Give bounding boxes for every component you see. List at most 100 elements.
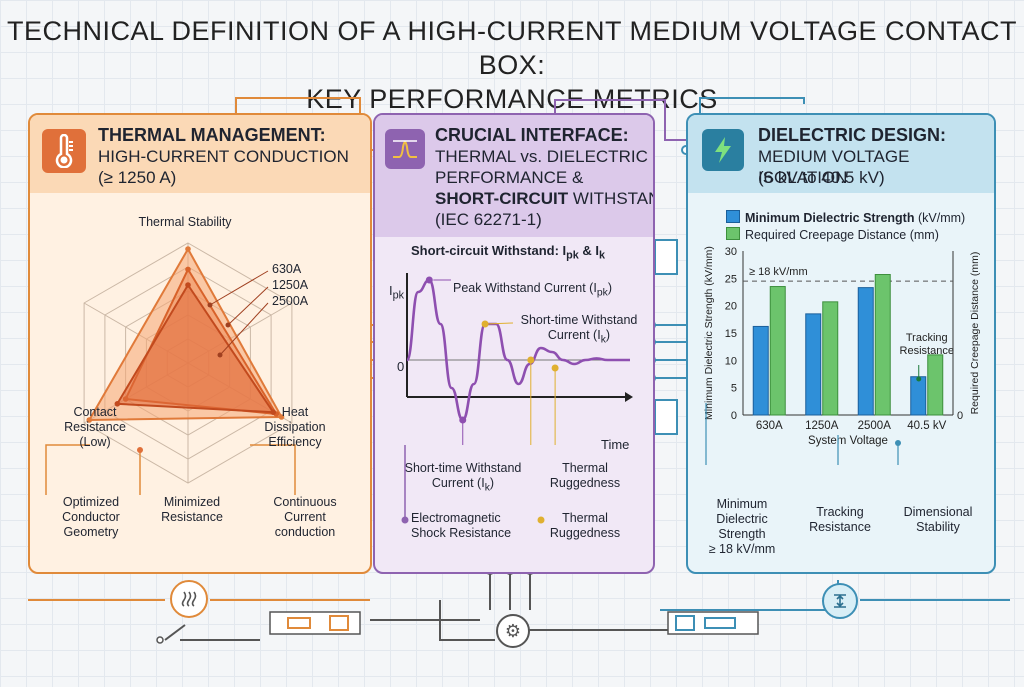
thermal-subtitle-2: (≥ 1250 A) (98, 168, 177, 187)
radar-point-1250A (185, 266, 191, 273)
connector-dot (137, 447, 143, 453)
bar-y-tick-label: 25 (725, 273, 737, 285)
below-left-sub: k (484, 482, 490, 494)
below-left-line2-text: Current (I (431, 476, 485, 490)
bar-category-label: 2500A (858, 420, 892, 432)
crucial-interface-panel: CRUCIAL INTERFACE: THERMAL vs. DIELECTRI… (373, 113, 655, 574)
thermal-footer-1: Optimized Conductor Geometry (62, 495, 120, 539)
tracking-annotation-line: Resistance (900, 345, 954, 357)
dielectric-footer-1: Minimum Dielectric Strength ≥ 18 kV/mm (708, 497, 776, 556)
interface-subtitle-3-bold: SHORT-CIRCUIT (435, 189, 569, 208)
chart-title-sub-k: k (599, 249, 606, 262)
heat-symbol-icon (170, 580, 208, 618)
y-axis-label: Ipk (389, 283, 404, 304)
radar-point-630A (185, 246, 191, 252)
interface-footer-markers (401, 445, 545, 524)
bar-category-label: 630A (756, 420, 783, 432)
legend-green-name: Required Creepage Distance (745, 228, 907, 242)
bar-creepage (822, 301, 839, 416)
x-axis-arrow (625, 392, 633, 402)
legend-swatch-blue (726, 210, 740, 223)
radar-point-2500A (114, 401, 121, 407)
short-time-label-line2-text: Current (I (547, 328, 601, 342)
legend-swatch-green (726, 227, 740, 240)
legend-leader (209, 270, 269, 306)
legend-blue-name: Minimum Dielectric Strength (745, 211, 915, 225)
thermal-subtitle-1: HIGH-CURRENT CONDUCTION (98, 147, 349, 166)
below-left-label: Short-time Withstand Current (Ik) (393, 461, 533, 496)
bar-y-tick-label: 20 (725, 301, 737, 313)
short-time-label-line1: Short-time Withstand (520, 313, 638, 327)
thermometer-icon (42, 129, 86, 173)
radar-chart (45, 242, 296, 495)
radar-axis-right: Heat Dissipation Efficiency (264, 405, 326, 449)
radar-point-2500A (270, 409, 277, 415)
below-left-line1: Short-time Withstand (404, 461, 522, 475)
bar-legend-green: Required Creepage Distance (mm) (726, 227, 939, 242)
radar-series-2500A (115, 283, 276, 414)
below-left-close: ) (489, 476, 495, 490)
y-axis-label-sub: pk (392, 289, 405, 302)
legend-blue-unit: (kV/mm) (917, 211, 966, 225)
peak-label-text: Peak Withstand Current (I (453, 281, 597, 295)
stability-symbol-icon (822, 583, 858, 619)
gear-icon: ⚙ (496, 614, 530, 648)
short-time-label: Short-time Withstand Current (Ik) (509, 313, 649, 348)
x-axis-label: Time (601, 437, 630, 452)
short-time-label-line2: Current (Ik) (509, 328, 649, 348)
chart-title-mid: & I (578, 243, 600, 258)
connector-right (250, 444, 296, 495)
legend-leader-dot (225, 322, 231, 328)
short-time-marker (481, 320, 489, 328)
dielectric-connector-dot (895, 440, 901, 446)
bar-dielectric (910, 376, 927, 416)
dielectric-title: DIELECTRIC DESIGN: (758, 125, 947, 145)
foot-right-label: Thermal Ruggedness (549, 511, 621, 540)
bar-y-tick-label: 15 (725, 328, 737, 340)
interface-subtitle-3: SHORT-CIRCUIT WITHSTAND (435, 188, 653, 209)
short-time-label-sub: k (600, 334, 606, 346)
peak-label-close: ) (607, 281, 612, 295)
tracking-annotation-dot (916, 376, 922, 382)
dielectric-design-panel: DIELECTRIC DESIGN: MEDIUM VOLTAGE ISOLAT… (686, 113, 996, 574)
bar-dielectric (805, 313, 822, 416)
radar-point-630A (278, 414, 285, 420)
legend-leader-dot (217, 352, 223, 358)
short-time-label-close: ) (605, 328, 611, 342)
legend-1250a: 1250A (272, 278, 309, 292)
waveform-chart (405, 273, 633, 445)
bar-y-tick-label: 5 (731, 383, 737, 395)
thermal-footer-2: Minimized Resistance (161, 495, 223, 524)
bar-y-tick-label: 30 (725, 246, 737, 258)
bar-legend-blue: Minimum Dielectric Strength (kV/mm) (726, 210, 965, 225)
dielectric-footer-2: Tracking Resistance (809, 505, 871, 534)
dielectric-subtitle-1: MEDIUM VOLTAGE ISOLATION (758, 147, 910, 187)
interface-subtitle-4: (IEC 62271-1) (435, 210, 542, 229)
waveform-chart-title: Short-circuit Withstand: Ipk & Ik (411, 243, 605, 262)
legend-leader (219, 302, 269, 356)
connector-left (45, 444, 90, 495)
foot-left-label: Electromagnetic Shock Resistance (411, 511, 512, 540)
tracking-annotation-line: Tracking (906, 332, 948, 344)
interface-title: CRUCIAL INTERFACE: (435, 125, 629, 145)
thermal-title: THERMAL MANAGEMENT: (98, 125, 326, 145)
bar-creepage (769, 286, 786, 416)
peak-label-sub: pk (596, 287, 608, 299)
radar-point-630A (86, 417, 93, 423)
below-right-label: Thermal Ruggedness (549, 461, 621, 490)
waveform-icon (385, 129, 425, 169)
radar-axis-left: Contact Resistance (Low) (64, 405, 126, 449)
interface-subtitle-1: THERMAL vs. DIELECTRIC (435, 147, 648, 166)
peak-current-label: Peak Withstand Current (Ipk) (453, 281, 612, 301)
thermal-header (30, 115, 370, 193)
bar-y2-tick-label: 0 (957, 410, 963, 422)
bar-dielectric (857, 287, 874, 416)
radar-point-2500A (185, 282, 191, 288)
bar-y2-axis-label: Required Creepage Distance (mm) (969, 252, 981, 415)
zero-label: 0 (397, 359, 405, 374)
legend-2500a: 2500A (272, 294, 309, 308)
legend-leader-dot (207, 302, 213, 308)
legend-green-unit: (mm) (909, 228, 939, 242)
bar-category-label: 1250A (805, 420, 839, 432)
